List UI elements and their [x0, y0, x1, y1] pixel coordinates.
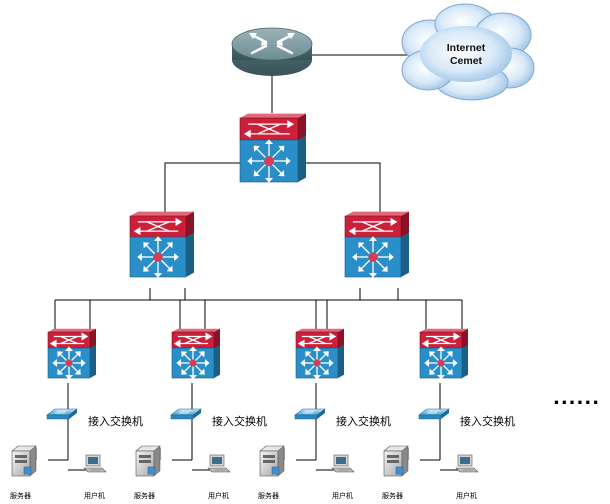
user-pc-label: 用户机 [84, 491, 105, 500]
router-icon [231, 27, 313, 76]
server-label: 服务器 [258, 491, 279, 500]
distribution-switch-right-icon [344, 211, 409, 278]
access-switch-icon [418, 408, 450, 420]
distribution-switch-left-icon [129, 211, 194, 278]
server-icon [11, 445, 37, 477]
server-label: 服务器 [10, 491, 31, 500]
access-group-links [35, 383, 86, 471]
access-layer: 接入交换机服务器用户机接入交换机服务器用户机接入交换机服务器用户机接入交换机服务… [10, 328, 515, 500]
internet-cloud-icon: Internet Cemet [401, 3, 535, 101]
access-layer-multilayer-switch-icon [171, 328, 220, 380]
access-layer-multilayer-switch-icon [47, 328, 96, 380]
user-pc-label: 用户机 [208, 491, 229, 500]
multilayer-switches [129, 113, 409, 278]
user-pc-label: 用户机 [332, 491, 353, 500]
access-layer-multilayer-switch-icon [295, 328, 344, 380]
server-icon [259, 445, 285, 477]
access-switch-icon [46, 408, 78, 420]
access-group-links [407, 383, 458, 471]
more-groups-ellipsis: ...... [553, 388, 600, 409]
access-switch-label: 接入交换机 [212, 414, 267, 428]
cloud-label-line2: Cemet [450, 55, 483, 67]
network-links [54, 54, 463, 332]
access-layer-multilayer-switch-icon [419, 328, 468, 380]
access-group-links [283, 383, 334, 471]
server-icon [383, 445, 409, 477]
access-group-links [159, 383, 210, 471]
server-label: 服务器 [382, 491, 403, 500]
server-label: 服务器 [134, 491, 155, 500]
user-pc-icon [207, 454, 231, 473]
user-pc-icon [455, 454, 479, 473]
access-switch-label: 接入交换机 [336, 414, 391, 428]
access-switch-label: 接入交换机 [460, 414, 515, 428]
access-switch-label: 接入交换机 [88, 414, 143, 428]
access-switch-icon [294, 408, 326, 420]
user-pc-label: 用户机 [456, 491, 477, 500]
cloud-label-line1: Internet [447, 42, 486, 54]
server-icon [135, 445, 161, 477]
core-switch-icon [239, 113, 306, 183]
access-switch-icon [170, 408, 202, 420]
user-pc-icon [331, 454, 355, 473]
user-pc-icon [83, 454, 107, 473]
